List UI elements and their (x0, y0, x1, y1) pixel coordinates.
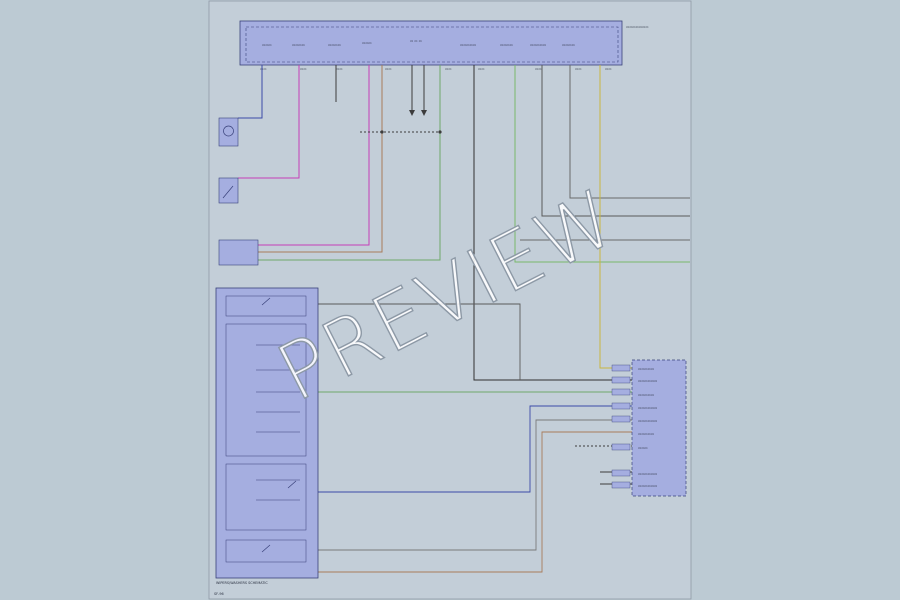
svg-text:▭▭: ▭▭ (336, 67, 342, 71)
svg-text:▭▭: ▭▭ (535, 67, 541, 71)
wire-group-mid (318, 131, 690, 573)
svg-text:▭▭▭▭▭▭: ▭▭▭▭▭▭ (638, 472, 657, 476)
svg-text:▭▭: ▭▭ (575, 67, 581, 71)
svg-text:▭▭▭: ▭▭▭ (638, 446, 648, 450)
svg-text:▭▭▭▭▭▭: ▭▭▭▭▭▭ (638, 406, 657, 410)
svg-text:▭▭▭▭▭: ▭▭▭▭▭ (638, 432, 654, 436)
svg-text:▭▭▭▭: ▭▭▭▭ (292, 43, 305, 47)
svg-text:▭▭▭▭▭: ▭▭▭▭▭ (530, 43, 546, 47)
svg-text:▭▭: ▭▭ (385, 67, 391, 71)
washer-switch (218, 177, 239, 204)
svg-text:▭▭▭: ▭▭▭ (362, 41, 372, 45)
svg-text:▭▭▭▭: ▭▭▭▭ (328, 43, 341, 47)
svg-text:▭▭▭▭: ▭▭▭▭ (500, 43, 513, 47)
svg-text:▭▭▭▭▭▭▭: ▭▭▭▭▭▭▭ (626, 25, 648, 29)
svg-text:▭▭▭▭▭: ▭▭▭▭▭ (638, 393, 654, 397)
multifunction-switch (215, 287, 319, 579)
svg-text:▭▭▭: ▭▭▭ (262, 43, 272, 47)
svg-text:▭▭: ▭▭ (605, 67, 611, 71)
module-pin-row: ▭▭ ▭▭ ▭▭ ▭▭ ▭▭ ▭▭ ▭▭ ▭▭ ▭▭ (260, 67, 611, 71)
svg-text:▭▭▭▭: ▭▭▭▭ (562, 43, 575, 47)
wire-group-top (238, 65, 690, 381)
fluid-reservoir (218, 239, 259, 266)
svg-text:▭▭▭▭▭: ▭▭▭▭▭ (460, 43, 476, 47)
connector-tags (611, 364, 631, 489)
legend-text: WIPERS/WASHERS SCHEMATIC (216, 581, 268, 585)
svg-text:▭▭: ▭▭ (300, 67, 306, 71)
svg-text:▭▭▭▭▭: ▭▭▭▭▭ (638, 367, 654, 371)
svg-text:▭▭: ▭▭ (445, 67, 451, 71)
svg-text:▭▭: ▭▭ (260, 67, 266, 71)
control-module: ▭▭▭ ▭▭▭▭ ▭▭▭▭ ▭▭▭ ▭ ▭ ▭ ▭▭▭▭▭ ▭▭▭▭ ▭▭▭▭▭… (239, 20, 648, 66)
svg-text:▭▭▭▭▭▭: ▭▭▭▭▭▭ (638, 419, 657, 423)
svg-text:▭▭: ▭▭ (478, 67, 484, 71)
body-module: ▭▭▭▭▭ ▭▭▭▭▭▭ ▭▭▭▭▭ ▭▭▭▭▭▭ ▭▭▭▭▭▭ ▭▭▭▭▭ ▭… (631, 359, 687, 497)
svg-text:▭▭▭▭▭▭: ▭▭▭▭▭▭ (638, 484, 657, 488)
page-reference: SF-96 (214, 592, 224, 596)
svg-text:▭ ▭ ▭: ▭ ▭ ▭ (410, 39, 422, 43)
wiper-motor (218, 117, 239, 147)
splice-arrows (380, 110, 442, 134)
svg-text:▭▭▭▭▭▭: ▭▭▭▭▭▭ (638, 379, 657, 383)
